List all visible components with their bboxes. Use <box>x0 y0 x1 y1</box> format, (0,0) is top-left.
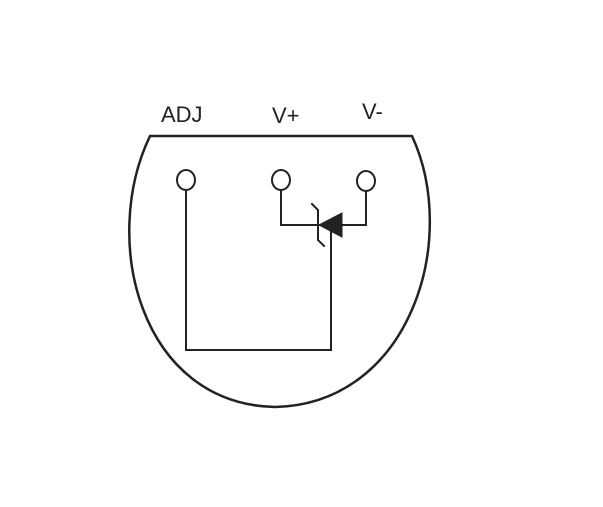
pin-label-vminus: V- <box>362 99 383 124</box>
pin-pad-vplus <box>271 169 291 191</box>
diode-triangle <box>317 212 343 238</box>
pin-label-adj: ADJ <box>161 102 203 127</box>
pin-pad-vminus <box>356 170 376 192</box>
shunt-regulator-symbol <box>310 202 343 248</box>
pin-pad-adj <box>176 169 196 191</box>
pin-label-vplus: V+ <box>272 103 300 128</box>
package-outline <box>128 134 432 409</box>
